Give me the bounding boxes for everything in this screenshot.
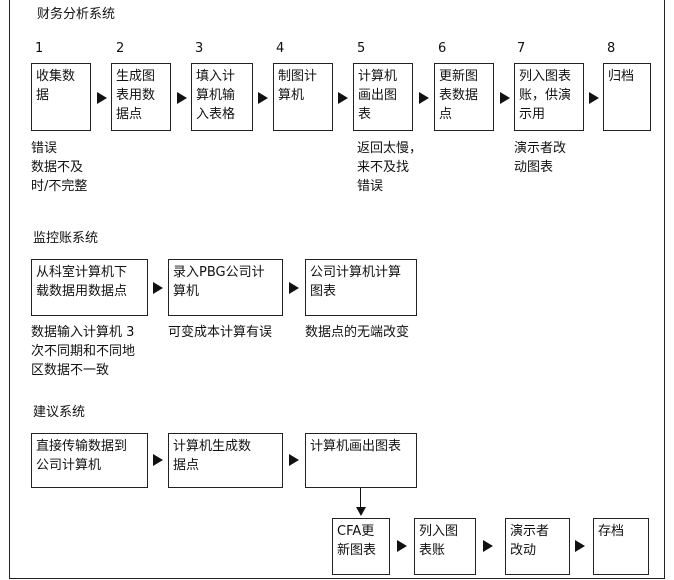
flow-arrow	[153, 454, 163, 466]
down-arrow	[356, 507, 366, 516]
section-title-financial-analysis: 财务分析系统	[37, 7, 116, 22]
step-box-download-data: 从科室计算机下 载数据用数据点	[31, 259, 148, 316]
flow-arrow	[589, 92, 599, 104]
flow-arrow	[97, 92, 107, 104]
step-box-chart-book: 列入图 表账	[414, 518, 476, 575]
flow-arrow	[289, 454, 299, 466]
flow-arrow	[289, 282, 299, 294]
step-number: 1	[35, 41, 44, 56]
step-number: 2	[116, 41, 125, 56]
step-box-generate-points: 生成图 表用数 据点	[111, 63, 171, 131]
step-number: 7	[517, 41, 526, 56]
problem-note: 数据点的无端改变	[305, 325, 410, 340]
step-box-cfa-update: CFA更 新图表	[332, 518, 390, 575]
step-box-company-computes: 公司计算机计算 图表	[305, 259, 417, 316]
step-box-computer-draws: 计算机画出图表	[305, 433, 417, 488]
step-box-archive: 归档	[603, 63, 651, 131]
step-number: 8	[607, 41, 616, 56]
step-number: 5	[357, 41, 366, 56]
step-box-store: 存档	[593, 518, 649, 575]
step-box-presenter-edit: 演示者 改动	[505, 518, 570, 575]
step-number: 4	[276, 41, 285, 56]
step-box-chart-computer: 制图计 算机	[273, 63, 333, 131]
flow-arrow	[419, 92, 429, 104]
step-box-generate-points: 计算机生成数 据点	[168, 433, 283, 488]
flow-arrow	[153, 282, 163, 294]
problem-note: 错误 数据不及 时/不完整	[31, 141, 88, 194]
section-title-proposed: 建议系统	[33, 405, 86, 420]
flow-arrow	[258, 92, 268, 104]
flow-arrow	[177, 92, 187, 104]
flow-arrow	[338, 92, 348, 104]
down-connector	[360, 488, 361, 508]
step-number: 6	[438, 41, 447, 56]
flow-arrow	[500, 92, 510, 104]
flow-arrow	[575, 540, 585, 552]
step-box-update-points: 更新图 表数据 点	[434, 63, 494, 131]
step-box-enter-pbg: 录入PBG公司计 算机	[168, 259, 283, 316]
problem-note: 演示者改 动图表	[514, 141, 567, 175]
step-number: 3	[195, 41, 204, 56]
step-box-chart-book: 列入图表 账，供演 示用	[514, 63, 584, 131]
step-box-direct-transfer: 直接传输数据到 公司计算机	[31, 433, 148, 488]
step-box-computer-draws: 计算机 画出图 表	[353, 63, 413, 131]
problem-note: 返回太慢， 来不及找 错误	[357, 141, 423, 194]
section-title-monitoring: 监控账系统	[33, 231, 99, 246]
step-box-fill-input: 填入计 算机输 入表格	[191, 63, 253, 131]
flow-arrow	[397, 540, 407, 552]
step-box-collect-data: 收集数 据	[31, 63, 91, 131]
problem-note: 数据输入计算机 3 次不同期和不同地 区数据不一致	[31, 325, 136, 378]
diagram-frame	[9, 0, 665, 579]
flow-arrow	[483, 540, 493, 552]
problem-note: 可变成本计算有误	[168, 325, 273, 340]
